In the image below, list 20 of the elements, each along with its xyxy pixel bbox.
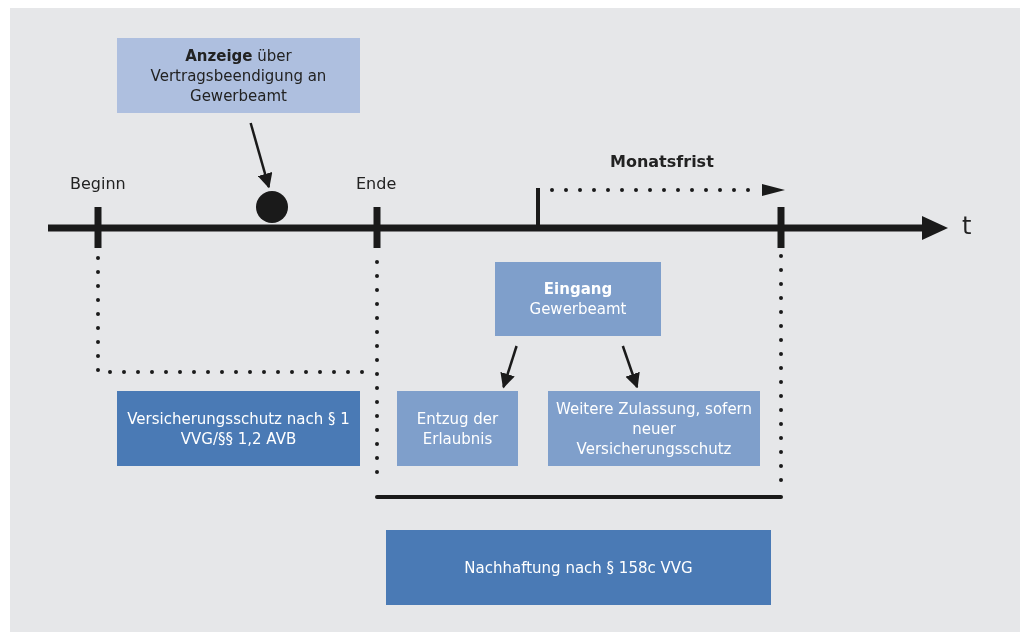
arrow	[621, 345, 640, 389]
arrow	[500, 345, 518, 389]
axis-label: t	[962, 212, 972, 240]
note-box	[117, 38, 360, 113]
period-label: Monatsfrist	[610, 152, 714, 171]
process-box	[495, 262, 661, 336]
process-box	[397, 391, 518, 466]
box-heading: Eingang	[543, 279, 613, 299]
box-text: Nachhaftung nach § 158c VVG	[464, 557, 693, 578]
box-text: Versicherungsschutz nach § 1 VVG/§§ 1,2 AVB	[126, 408, 351, 449]
arrow	[249, 122, 273, 189]
time-label: Ende	[356, 174, 397, 193]
period-box	[117, 391, 360, 466]
process-box	[548, 391, 760, 466]
box-text: Entzug der Erlaubnis	[415, 408, 500, 449]
box-text: Gewerbeamt	[529, 299, 627, 319]
time-label: Beginn	[70, 174, 126, 193]
box-text: Weitere Zulassung, sofern neuer Versicherungsschutz	[554, 398, 754, 459]
period-box	[386, 530, 771, 605]
box-text: Anzeige über Vertragsbeendigung an Gewerbeamt	[149, 45, 328, 106]
